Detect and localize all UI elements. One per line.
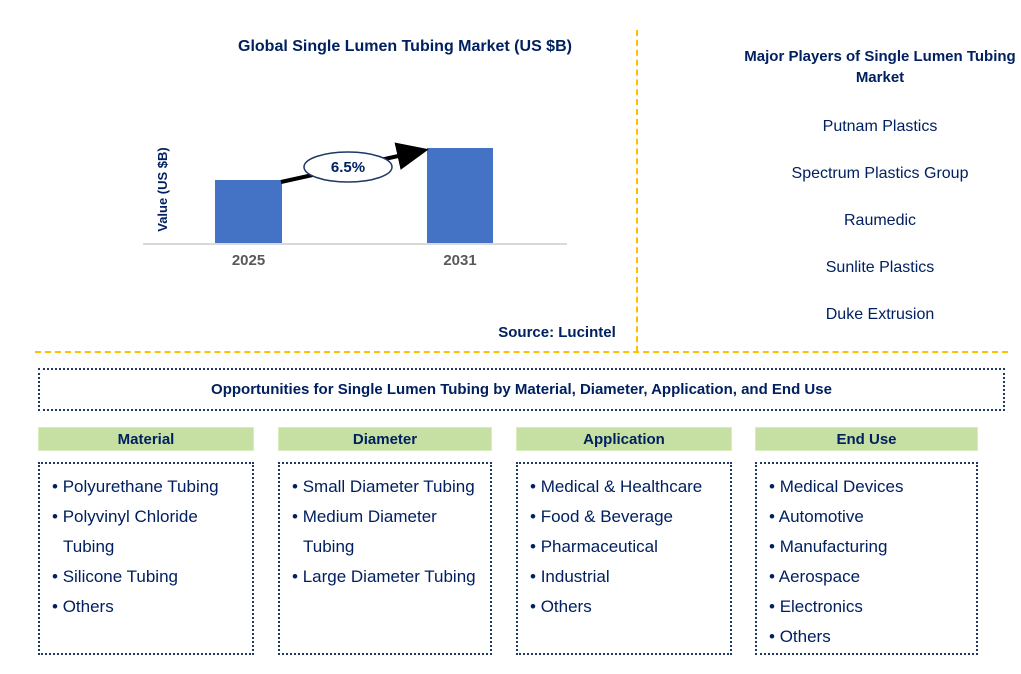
player-item: Sunlite Plastics: [825, 259, 935, 276]
player-item: Spectrum Plastics Group: [791, 165, 969, 182]
player-item: Raumedic: [843, 212, 917, 229]
growth-ellipse: [303, 151, 393, 183]
opportunities-banner: Opportunities for Single Lumen Tubing by…: [38, 368, 1005, 411]
y-axis-label-wrap: Value (US $B): [112, 133, 212, 245]
list-item: Polyvinyl Chloride Tubing: [46, 502, 249, 562]
column-list-material: Polyurethane Tubing Polyvinyl Chloride T…: [38, 462, 254, 655]
list-item: Electronics: [763, 592, 973, 622]
list-item: Polyurethane Tubing: [46, 472, 249, 502]
x-axis-label-2025: 2025: [231, 252, 266, 269]
column-header-end-use: End Use: [755, 427, 978, 451]
column-list-diameter: Small Diameter Tubing Medium Diameter Tu…: [278, 462, 492, 655]
player-item: Duke Extrusion: [825, 306, 935, 323]
bar-2031: [427, 148, 493, 243]
chart-title: Global Single Lumen Tubing Market (US $B…: [238, 38, 572, 55]
list-item: Others: [524, 592, 727, 622]
bar-2025: [215, 180, 282, 243]
column-list-application: Medical & Healthcare Food & Beverage Pha…: [516, 462, 732, 655]
source-note: Source: Lucintel: [498, 324, 616, 341]
column-header-material: Material: [38, 427, 254, 451]
y-axis-label: Value (US $B): [154, 146, 170, 232]
growth-rate-label: 6.5%: [330, 159, 366, 176]
list-item: Manufacturing: [763, 532, 973, 562]
major-players-panel: Major Players of Single Lumen Tubing Mar…: [740, 46, 1020, 353]
list-item: Small Diameter Tubing: [286, 472, 487, 502]
list-item: Large Diameter Tubing: [286, 562, 487, 592]
vertical-divider: [636, 30, 638, 352]
list-item: Aerospace: [763, 562, 973, 592]
major-players-title: Major Players of Single Lumen Tubing Mar…: [744, 48, 1016, 86]
column-header-diameter: Diameter: [278, 427, 492, 451]
list-item: Industrial: [524, 562, 727, 592]
list-item: Silicone Tubing: [46, 562, 249, 592]
list-item: Medical Devices: [763, 472, 973, 502]
growth-arrow-graphic: [280, 142, 429, 184]
list-item: Others: [763, 622, 973, 652]
opportunities-title: Opportunities for Single Lumen Tubing by…: [211, 381, 832, 398]
column-header-application: Application: [516, 427, 732, 451]
list-item: Medium Diameter Tubing: [286, 502, 487, 562]
chart-x-axis-line: [143, 243, 567, 245]
horizontal-divider: [35, 351, 1008, 353]
list-item: Medical & Healthcare: [524, 472, 727, 502]
x-axis-label-2031: 2031: [443, 252, 477, 269]
list-item: Food & Beverage: [524, 502, 727, 532]
list-item: Automotive: [763, 502, 973, 532]
column-list-end-use: Medical Devices Automotive Manufacturing…: [755, 462, 978, 655]
list-item: Others: [46, 592, 249, 622]
player-item: Putnam Plastics: [822, 118, 938, 135]
list-item: Pharmaceutical: [524, 532, 727, 562]
